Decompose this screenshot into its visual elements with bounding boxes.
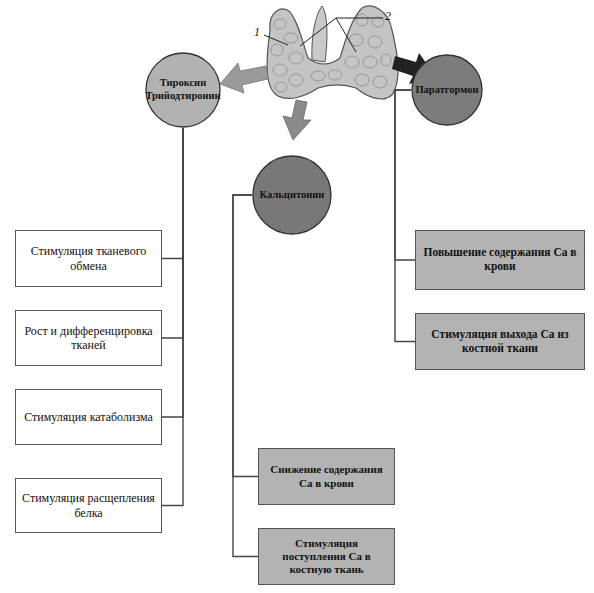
text-holder: Стимуляция тканевого обмена bbox=[16, 231, 161, 286]
callout-number: 2 bbox=[385, 9, 391, 24]
circle-shape bbox=[412, 55, 482, 125]
effect-text: Стимуляция тканевого обмена bbox=[20, 244, 157, 273]
tree-connector bbox=[162, 128, 183, 338]
tree-connector bbox=[233, 195, 258, 477]
effect-box: Стимуляция катаболизма bbox=[15, 389, 162, 445]
text-holder: Стимуляция катаболизма bbox=[16, 390, 161, 444]
hormone-circle: Тироксин Трийодтиронин bbox=[145, 52, 221, 128]
effect-box: Стимуляция выхода Ca из костной ткани bbox=[415, 313, 585, 370]
thyroid-gland bbox=[267, 6, 398, 99]
effect-box: Стимуляция тканевого обмена bbox=[15, 230, 162, 287]
text-holder: Тироксин Трийодтиронин bbox=[145, 52, 221, 128]
effect-text: Повышение содержания Ca в крови bbox=[420, 246, 580, 274]
text-holder: Стимуляция поступления Ca в костную ткан… bbox=[259, 529, 394, 584]
circle-shape bbox=[253, 156, 331, 234]
hormone-circle: Паратгормон bbox=[411, 54, 483, 126]
tree-connector bbox=[395, 90, 415, 342]
effect-box: Стимуляция расщепления белка bbox=[15, 478, 162, 533]
text-holder: Стимуляция расщепления белка bbox=[16, 479, 161, 532]
tree-connector bbox=[162, 128, 183, 417]
hormone-arrow bbox=[220, 63, 268, 93]
effect-text: Снижение содержания Ca в крови bbox=[263, 463, 390, 489]
effect-text: Стимуляция расщепления белка bbox=[20, 491, 157, 520]
effect-text: Стимуляция катаболизма bbox=[24, 410, 153, 424]
pyramidal-lobe bbox=[312, 6, 327, 62]
leader-lines bbox=[264, 18, 383, 52]
text-holder: Снижение содержания Ca в крови bbox=[259, 449, 394, 504]
follicles bbox=[271, 14, 391, 92]
effect-text: Рост и дифференцировка тканей bbox=[20, 324, 157, 353]
tree-connector bbox=[233, 195, 258, 557]
hormone-arrow bbox=[283, 100, 311, 140]
circle-shape bbox=[146, 53, 220, 127]
tree-connector bbox=[162, 128, 183, 506]
tree-connector bbox=[395, 90, 415, 260]
text-holder: Повышение содержания Ca в крови bbox=[416, 231, 584, 289]
text-holder: Паратгормон bbox=[411, 54, 483, 126]
effect-text: Стимуляция поступления Ca в костную ткан… bbox=[263, 537, 390, 577]
text-holder: Стимуляция выхода Ca из костной ткани bbox=[416, 314, 584, 369]
thyroid-body bbox=[267, 6, 398, 99]
callout-number: 1 bbox=[254, 25, 260, 40]
effect-box: Стимуляция поступления Ca в костную ткан… bbox=[258, 528, 395, 585]
effect-box: Повышение содержания Ca в крови bbox=[415, 230, 585, 290]
effect-box: Снижение содержания Ca в крови bbox=[258, 448, 395, 505]
effect-box: Рост и дифференцировка тканей bbox=[15, 310, 162, 366]
effect-text: Стимуляция выхода Ca из костной ткани bbox=[420, 328, 580, 356]
hormone-name: Тироксин Трийодтиронин bbox=[145, 77, 221, 102]
text-holder: Рост и дифференцировка тканей bbox=[16, 311, 161, 365]
hormone-circle: Кальцитонин bbox=[252, 155, 332, 235]
hormone-name: Кальцитонин bbox=[260, 189, 325, 202]
hormone-name: Паратгормон bbox=[415, 84, 478, 97]
text-holder: Кальцитонин bbox=[252, 155, 332, 235]
tree-connector bbox=[162, 128, 183, 259]
